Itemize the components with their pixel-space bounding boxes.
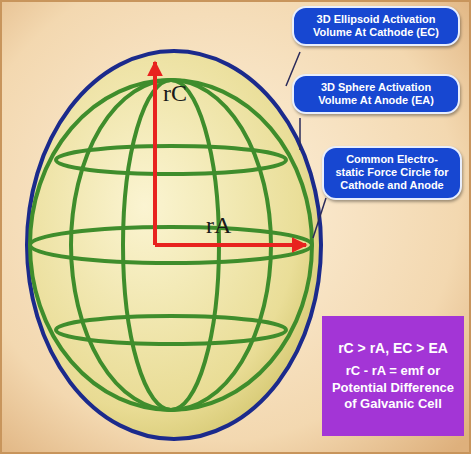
radius-label: rC bbox=[163, 80, 187, 107]
radius-label: rA bbox=[206, 212, 231, 239]
node-text: Common Electro-static Force Circle for C… bbox=[332, 153, 452, 193]
callout-box: 3D Ellipsoid Activation Volume At Cathod… bbox=[292, 6, 460, 46]
node-text: rC > rA, EC > EA bbox=[330, 340, 456, 358]
callout-box: 3D Sphere Activation Volume At Anode (EA… bbox=[292, 74, 460, 114]
cathode-ellipsoid bbox=[27, 51, 321, 439]
node-text: 3D Ellipsoid Activation Volume At Cathod… bbox=[302, 13, 450, 39]
radius-arrows bbox=[155, 62, 306, 245]
callout-box: Common Electro-static Force Circle for C… bbox=[322, 146, 462, 200]
formula-box: rC > rA, EC > EA rC - rA = emf or Potenti… bbox=[322, 316, 464, 436]
node-text: rC - rA = emf or Potential Difference of… bbox=[330, 363, 456, 412]
anode-sphere-wireframe bbox=[30, 80, 312, 410]
node-text: 3D Sphere Activation Volume At Anode (EA… bbox=[302, 81, 450, 107]
